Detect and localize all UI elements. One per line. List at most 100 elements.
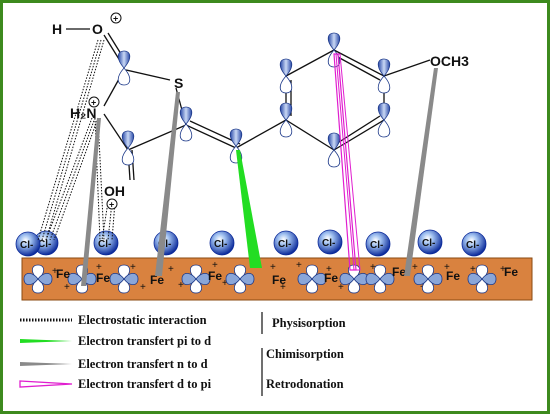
d-to-pi-wedge [335,53,361,271]
category-label: Physisorption [272,316,346,330]
chloride-label: Cl- [322,238,335,249]
legend-label: Electron transfert d to pi [78,377,212,391]
chloride-sphere [93,230,119,256]
chloride-sphere [365,231,391,257]
charge-label: + [113,14,118,24]
svg-text:+: + [338,282,344,293]
metal-surface [21,257,533,301]
chloride-sphere [417,229,443,255]
fe-atoms: Fe Fe Fe Fe Fe Fe Fe Fe Fe [56,265,518,287]
fe-label: Fe [324,271,338,285]
svg-text:+: + [96,262,102,273]
chloride-label: Cl- [38,239,51,250]
fe-label: Fe [272,273,286,287]
chloride-label: Cl- [98,239,111,250]
svg-text:+: + [444,262,450,273]
chloride-ion: Cl- [273,230,299,256]
chloride-sphere [209,230,235,256]
fe-label: Fe [208,269,222,283]
svg-text:+: + [326,264,332,275]
positive-charge-icon [106,198,118,210]
svg-text:+: + [470,264,476,275]
chloride-ion: Cl- [93,230,119,256]
fe-label: Fe [392,265,406,279]
category-label: Chimisorption [266,347,344,361]
methoxy-label: OCH3 [430,53,469,69]
svg-text:+: + [52,266,58,277]
d-orbital-icon [297,264,327,294]
d-orbital-icon [225,264,255,294]
legend: Electrostatic interaction Electron trans… [19,312,346,396]
d-to-pi-legend-icon [19,380,73,388]
category-label: Retrodonation [266,377,344,391]
p-orbital-icon [279,58,293,94]
d-orbital-icon [339,264,369,294]
pi-to-d-legend-icon [20,339,72,343]
chloride-ion: Cl- [365,231,391,257]
n-to-d-wedge [155,92,180,276]
n-to-d-wedge [81,118,101,286]
d-orbital-icon [181,264,211,294]
positive-charge-icon [110,12,122,24]
d-orbital-icon [109,264,139,294]
svg-text:+: + [296,260,302,271]
d-orbital-icon [23,264,53,294]
p-orbital-icon [117,50,131,86]
svg-text:+: + [212,260,218,271]
chloride-label: Cl- [422,238,435,249]
hydrogen-label: H [52,21,62,37]
svg-text:+: + [500,264,506,275]
n-to-d-wedge [404,68,438,276]
svg-text:+: + [270,262,276,273]
legend-label: Electron transfert n to d [78,357,208,371]
charge-label: + [91,98,96,108]
svg-text:+: + [412,262,418,273]
fe-label: Fe [446,269,460,283]
svg-text:+: + [140,282,146,293]
svg-text:+: + [280,282,286,293]
p-orbital-icon [121,130,135,166]
chloride-ion: Cl- [15,231,41,257]
svg-text:+: + [64,282,70,293]
interactions [37,39,438,286]
chloride-label: Cl- [214,239,227,250]
molecule-labels: H O + S H₂N + OH + OCH3 [52,12,469,210]
chloride-sphere [15,231,41,257]
charge-label: + [109,200,114,210]
chloride-label: Cl- [20,240,33,251]
p-orbital-icon [179,106,193,142]
chloride-label: Cl- [278,239,291,250]
chloride-ions: Cl-Cl-Cl-Cl-Cl-Cl-Cl-Cl-Cl-Cl- [15,229,487,257]
p-orbital-icon [279,102,293,138]
p-orbital-icon [327,132,341,168]
chloride-ion: Cl- [33,230,59,256]
d-orbitals [23,264,497,294]
electrostatic-lines [37,39,116,241]
chloride-sphere [317,229,343,255]
positive-charge-icon [88,96,100,108]
svg-text:+: + [370,262,376,273]
chloride-sphere [273,230,299,256]
chloride-ion: Cl- [209,230,235,256]
fe-label: Fe [56,267,70,281]
d-orbital-icon [365,264,395,294]
oxygen-label: O [92,21,103,37]
sulfur-label: S [174,75,183,91]
chloride-sphere [461,231,487,257]
amine-label: H₂N [70,105,96,121]
pi-to-d-wedge [236,150,262,268]
p-orbital-icon [377,58,391,94]
chloride-ion: Cl- [317,229,343,255]
chloride-label: Cl- [370,240,383,251]
d-orbital-icon [413,264,443,294]
chloride-ion: Cl- [461,231,487,257]
fe-label: Fe [96,271,110,285]
chloride-ion: Cl- [417,229,443,255]
svg-text:+: + [168,264,174,275]
fe-label: Fe [150,273,164,287]
svg-text:+: + [178,280,184,291]
legend-label: Electron transfert pi to d [78,334,211,348]
n-to-d-legend-icon [20,362,72,366]
